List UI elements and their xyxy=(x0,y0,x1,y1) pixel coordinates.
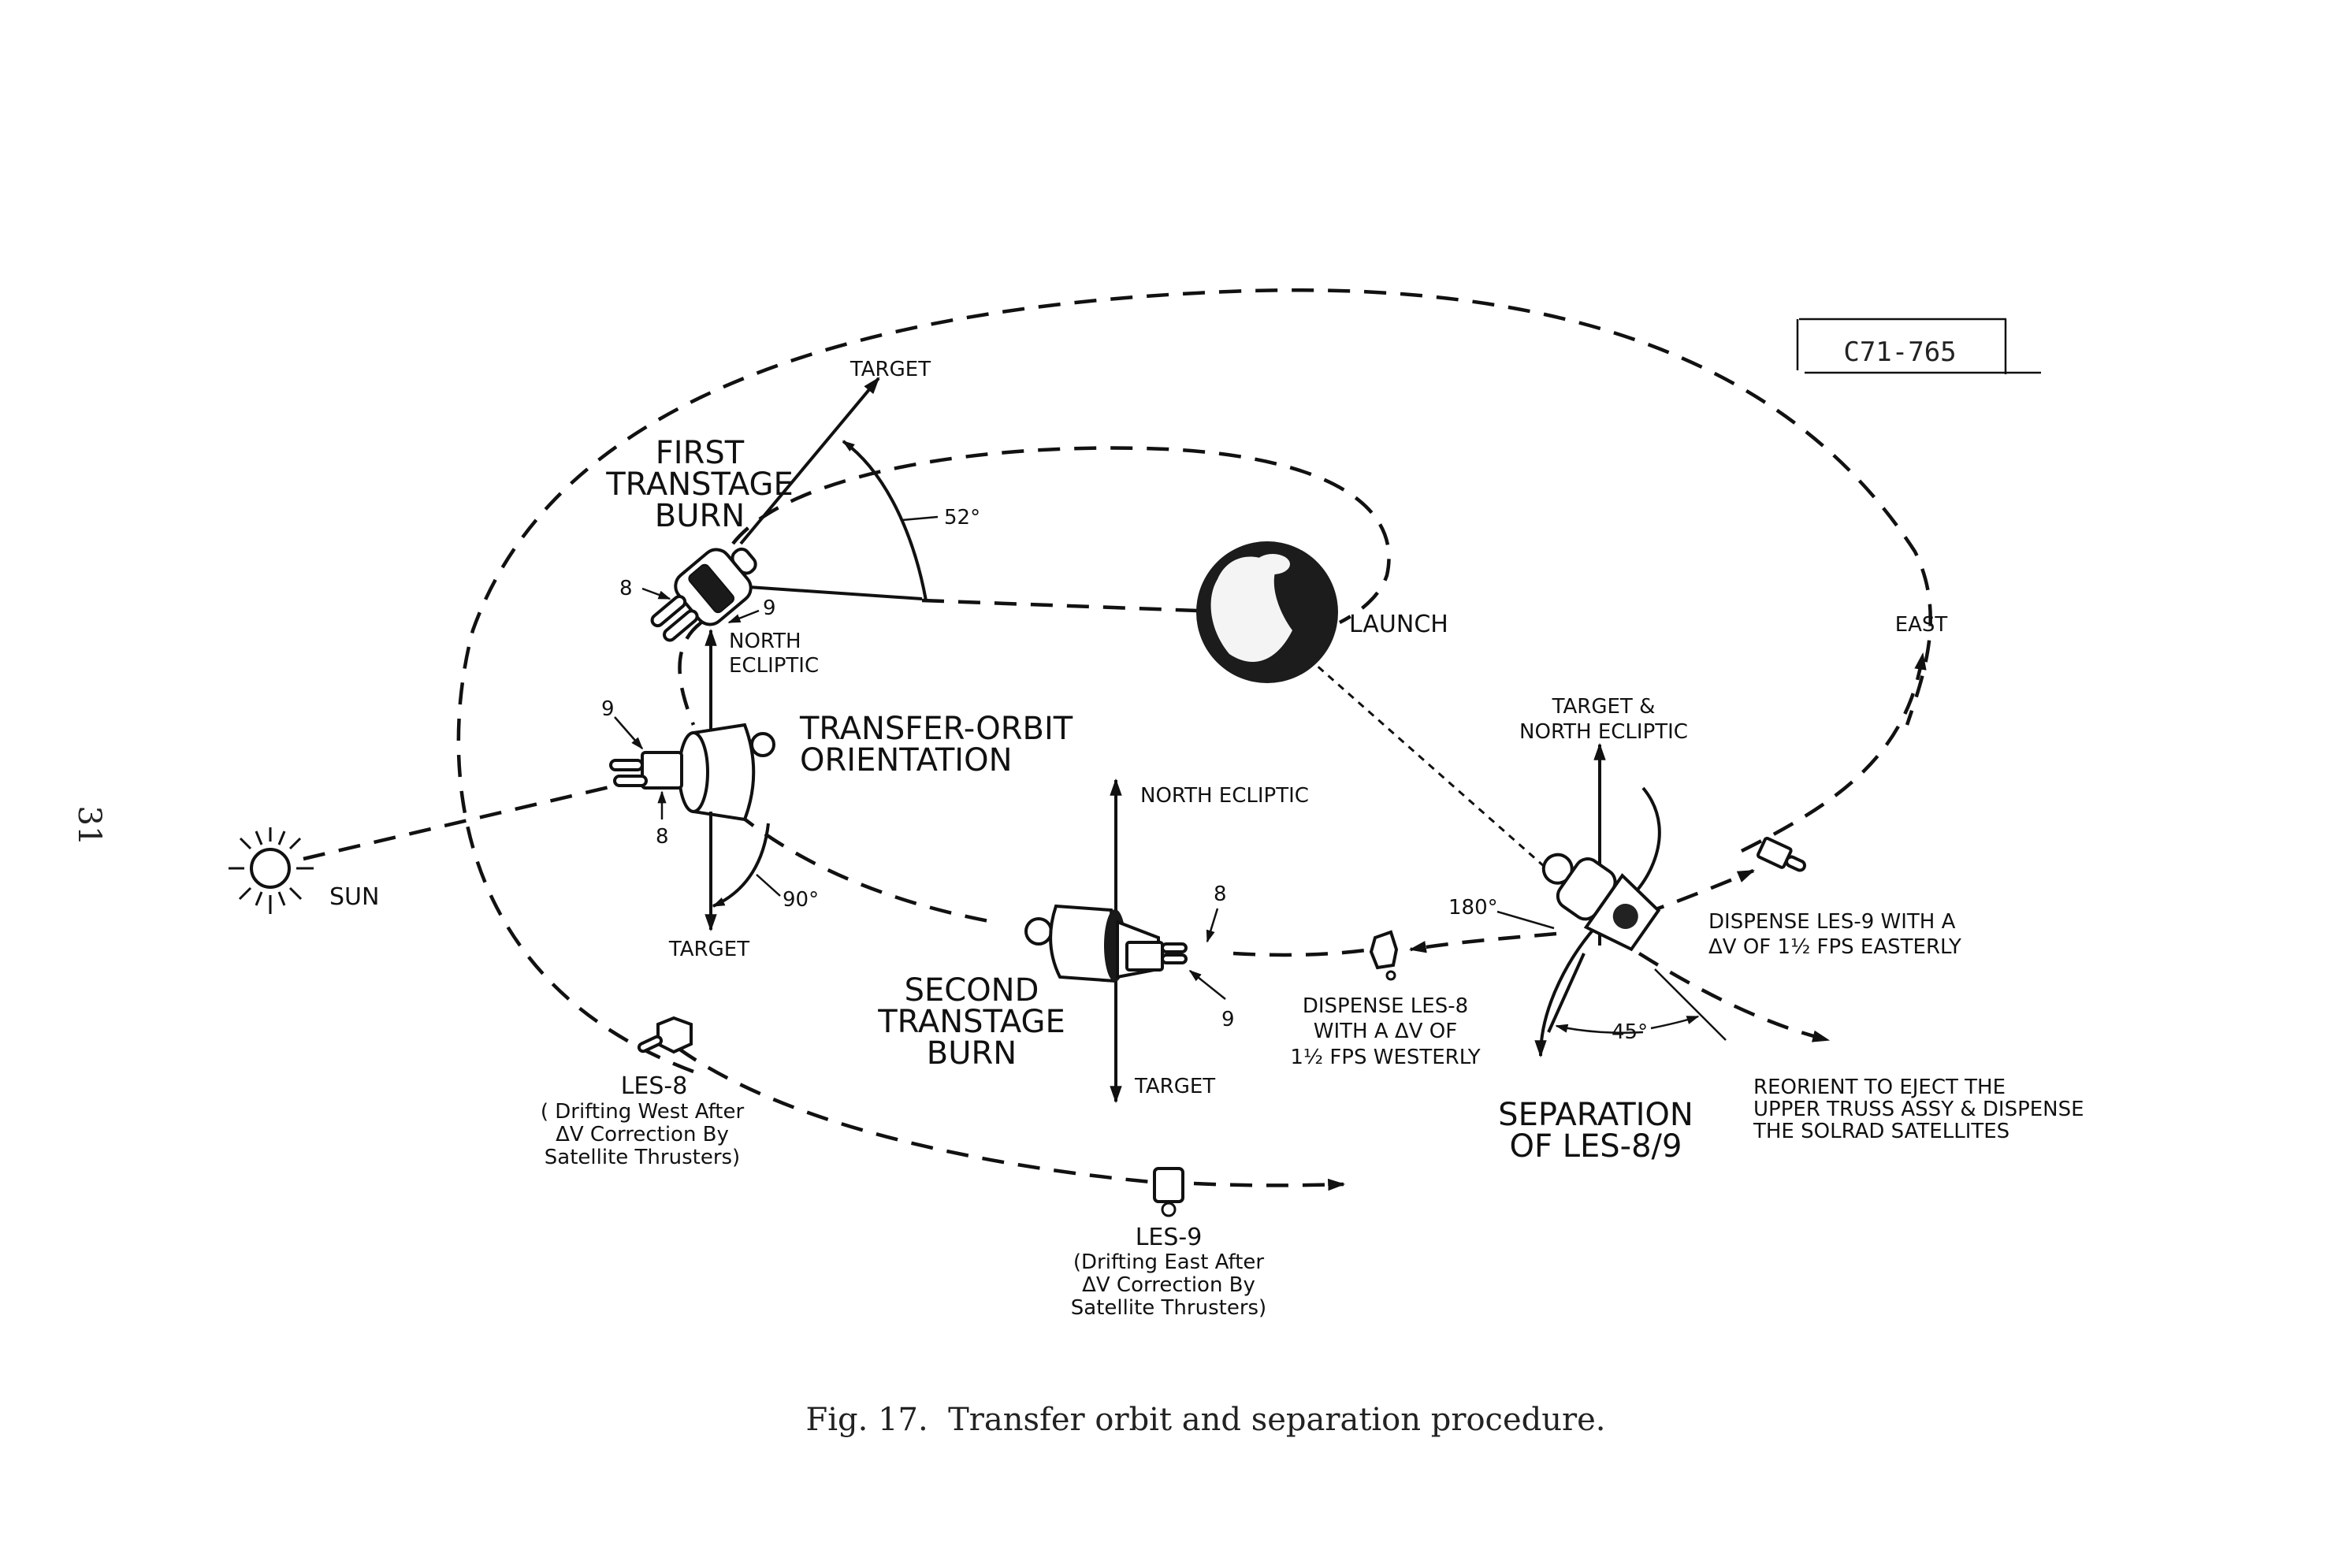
angle-45-right-arrow xyxy=(1650,1015,1700,1030)
first-burn-title-3: BURN xyxy=(655,498,745,534)
sun-label: SUN xyxy=(329,883,379,911)
first-burn-north-1: NORTH xyxy=(729,630,801,653)
transfer-target-label: TARGET xyxy=(668,938,749,961)
les9-drift-arrow xyxy=(1193,1178,1346,1191)
first-burn-north-2: ECLIPTIC xyxy=(729,654,819,678)
transfer-sat9-label: 9 xyxy=(601,697,615,721)
second-burn-target-label: TARGET xyxy=(1134,1075,1215,1098)
separation-angle-45-label: 45° xyxy=(1612,1020,1648,1044)
first-burn-sat9-label: 9 xyxy=(763,596,776,620)
separation-axis-label-2: NORTH ECLIPTIC xyxy=(1519,720,1688,744)
second-burn-north-label: NORTH ECLIPTIC xyxy=(1140,784,1309,808)
earth-reference-dashed xyxy=(921,598,1199,613)
second-burn-8-leader xyxy=(1206,908,1219,943)
les9-drift-line-4: Satellite Thrusters) xyxy=(1071,1296,1266,1320)
les9-dispensed-satellite-icon xyxy=(1756,837,1807,872)
first-burn-8-leader xyxy=(641,587,671,600)
east-arc-path xyxy=(1740,652,1927,853)
drawing-id-box: C71-765 xyxy=(1796,318,2041,374)
transfer-orientation-title-2: ORIENTATION xyxy=(800,742,1013,778)
reorient-line-1: REORIENT TO EJECT THE xyxy=(1753,1076,2006,1099)
separation-to-les9-arrow xyxy=(1642,868,1756,916)
separation-45-line xyxy=(1547,953,1586,1033)
second-burn-sat8-label: 8 xyxy=(1214,882,1227,906)
reorient-line-2: UPPER TRUSS ASSY & DISPENSE xyxy=(1753,1098,2084,1121)
transfer-spacecraft-icon xyxy=(609,723,775,822)
second-burn-title-3: BURN xyxy=(927,1035,1017,1072)
second-burn-sat9-label: 9 xyxy=(1221,1008,1235,1031)
outer-orbit-path xyxy=(456,288,1932,1074)
figure-caption: Fig. 17. Transfer orbit and separation p… xyxy=(806,1402,1606,1438)
separation-title-1: SEPARATION xyxy=(1498,1097,1693,1133)
first-burn-sat8-label: 8 xyxy=(619,577,633,600)
angle-52-leader xyxy=(902,515,939,522)
launch-label: LAUNCH xyxy=(1349,611,1448,638)
reorient-line-3: THE SOLRAD SATELLITES xyxy=(1753,1120,2009,1143)
drawing-id: C71-765 xyxy=(1843,336,1956,368)
les9-drift-line-3: ΔV Correction By xyxy=(1082,1273,1255,1297)
les9-drift-line-1: LES-9 xyxy=(1136,1224,1203,1251)
first-burn-angle-label: 52° xyxy=(944,506,980,529)
les8-drifting-satellite-icon xyxy=(637,1016,693,1054)
first-burn-target-label: TARGET xyxy=(849,358,931,381)
sun-icon xyxy=(229,827,314,914)
parking-orbit-path xyxy=(731,446,1391,625)
dispense-les9-line-1: DISPENSE LES-9 WITH A xyxy=(1708,910,1956,934)
angle-90-leader xyxy=(756,874,781,897)
transfer-angle-arc xyxy=(712,823,770,908)
les8-drift-line-1: LES-8 xyxy=(621,1072,688,1100)
separation-angle-180-label: 180° xyxy=(1448,896,1498,920)
first-burn-spacecraft-icon xyxy=(650,547,757,642)
transfer-orientation-title-1: TRANSFER-ORBIT xyxy=(799,711,1073,747)
dispense-les8-line-2: WITH A ΔV OF xyxy=(1314,1020,1457,1043)
les9-drift-line-2: (Drifting East After xyxy=(1073,1250,1265,1274)
second-burn-title-1: SECOND xyxy=(905,972,1039,1009)
angle-45-left-arrow xyxy=(1555,1024,1644,1034)
first-burn-title-2: TRANSTAGE xyxy=(605,466,794,503)
sun-line xyxy=(303,782,623,861)
separation-title-2: OF LES-8/9 xyxy=(1510,1128,1682,1165)
first-burn-title-1: FIRST xyxy=(656,435,745,471)
first-burn-target-arrow xyxy=(739,377,880,545)
separation-45-ref-line xyxy=(1654,968,1727,1041)
transfer-9-leader xyxy=(614,716,644,750)
first-burn-angle-arc xyxy=(842,440,928,601)
separation-to-les8-arrow xyxy=(1408,931,1557,953)
earth-icon xyxy=(1196,541,1338,683)
earth-reference-line xyxy=(748,585,923,600)
earth-separation-line xyxy=(1307,656,1545,868)
second-burn-spacecraft-icon xyxy=(1024,904,1188,983)
dispense-les8-line-1: DISPENSE LES-8 xyxy=(1303,994,1468,1018)
reorient-arrow-path xyxy=(1638,952,1831,1042)
les8-drift-line-4: Satellite Thrusters) xyxy=(545,1146,740,1169)
les8-dispensed-satellite-icon xyxy=(1369,930,1399,981)
angle-180-leader xyxy=(1496,910,1555,930)
dispense-les8-line-3: 1½ FPS WESTERLY xyxy=(1290,1046,1480,1069)
transfer-angle-label: 90° xyxy=(783,888,819,912)
separation-axis-label-1: TARGET & xyxy=(1552,695,1656,719)
les8-drift-line-2: ( Drifting West After xyxy=(541,1100,745,1124)
dispense-les9-line-2: ΔV OF 1½ FPS EASTERLY xyxy=(1708,935,1961,959)
les8-drift-line-3: ΔV Correction By xyxy=(556,1123,729,1146)
page-number: 31 xyxy=(71,806,107,846)
first-burn-9-leader xyxy=(727,609,760,624)
separation-spacecraft-icon xyxy=(1541,853,1661,952)
second-burn-9-leader xyxy=(1188,970,1226,1000)
les9-drifting-satellite-icon xyxy=(1153,1167,1184,1217)
second-burn-title-2: TRANSTAGE xyxy=(877,1004,1065,1040)
east-label: EAST xyxy=(1895,613,1948,637)
transfer-sat8-label: 8 xyxy=(656,825,669,849)
lower-drift-path xyxy=(676,1046,1151,1184)
